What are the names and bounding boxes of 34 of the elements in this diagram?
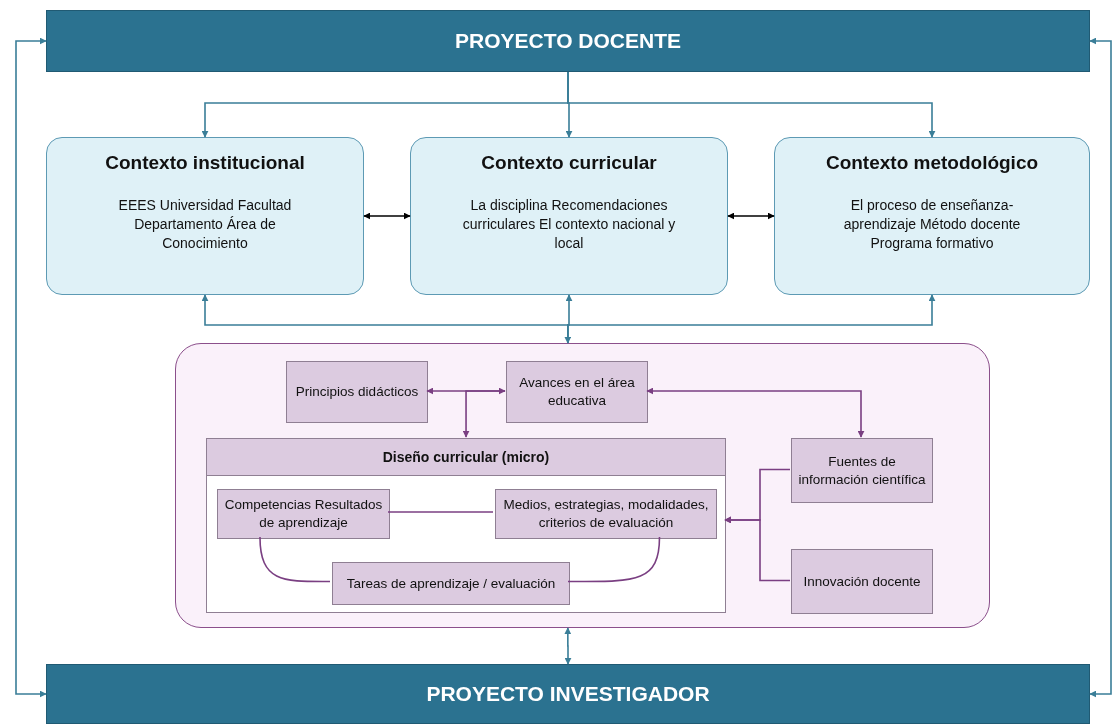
box-text: EEES Universidad Facultad Departamento Área de Conocimiento [117, 196, 293, 253]
container-panel [175, 343, 990, 628]
arrow [564, 627, 572, 665]
topic-box: Competencias Resultados de aprendizaje [217, 489, 390, 539]
arrow [727, 212, 775, 220]
panel-header: Diseño curricular (micro) [207, 439, 725, 476]
box-heading: Contexto curricular [481, 152, 657, 174]
arrow [15, 37, 47, 698]
context-box [410, 137, 728, 295]
arrow [426, 387, 506, 395]
arrow [724, 516, 791, 582]
topic-box: Innovación docente [791, 549, 933, 614]
context-box [46, 137, 364, 295]
box-text: El proceso de enseñanza-aprendizaje Método docente Programa formativo [842, 196, 1022, 253]
topic-box: Medios, estrategias, modalidades, criterios de evaluación [495, 489, 717, 539]
header-band [46, 664, 1090, 724]
band-title: PROYECTO INVESTIGADOR [426, 682, 710, 706]
arrow [564, 294, 573, 344]
topic-box: Fuentes de información científica [791, 438, 933, 503]
arrow [567, 71, 936, 138]
context-box [774, 137, 1090, 295]
arrow [646, 387, 865, 438]
box-heading: Contexto metodológico [825, 152, 1039, 174]
arrow [1089, 37, 1112, 698]
section-panel [206, 438, 726, 613]
header-band [46, 10, 1090, 72]
arrow [462, 390, 506, 438]
arrow [363, 212, 411, 220]
topic-box: Avances en el área educativa [506, 361, 648, 423]
box-heading: Contexto institucional [105, 152, 305, 174]
topic-box: Principios didácticos [286, 361, 428, 423]
box-text: La disciplina Recomendaciones curriculares El contexto nacional y local [461, 196, 677, 253]
topic-box: Tareas de aprendizaje / evaluación [332, 562, 570, 605]
band-title: PROYECTO DOCENTE [455, 29, 681, 53]
